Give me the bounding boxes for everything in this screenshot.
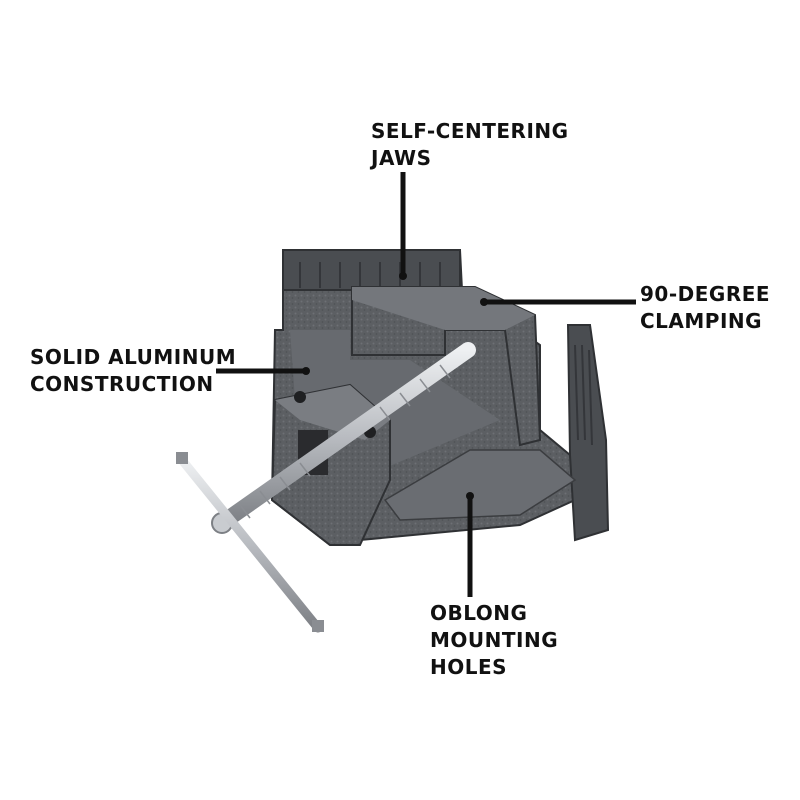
callout-self-centering-jaws: SELF-CENTERING JAWS: [371, 119, 569, 170]
t-handle: [176, 452, 324, 633]
leader-holes-dot: [466, 492, 474, 500]
leader-solid-dot: [302, 367, 310, 375]
leader-jaws-dot: [399, 272, 407, 280]
callout-oblong-mounting-holes: OBLONG MOUNTING HOLES: [430, 601, 559, 679]
leader-clamping-dot: [480, 298, 488, 306]
callout-90-degree-clamping: 90-DEGREE CLAMPING: [640, 282, 771, 333]
leader-lines: [216, 172, 636, 597]
callout-solid-aluminum-construction: SOLID ALUMINUM CONSTRUCTION: [30, 345, 237, 396]
lead-screw: [211, 342, 476, 534]
